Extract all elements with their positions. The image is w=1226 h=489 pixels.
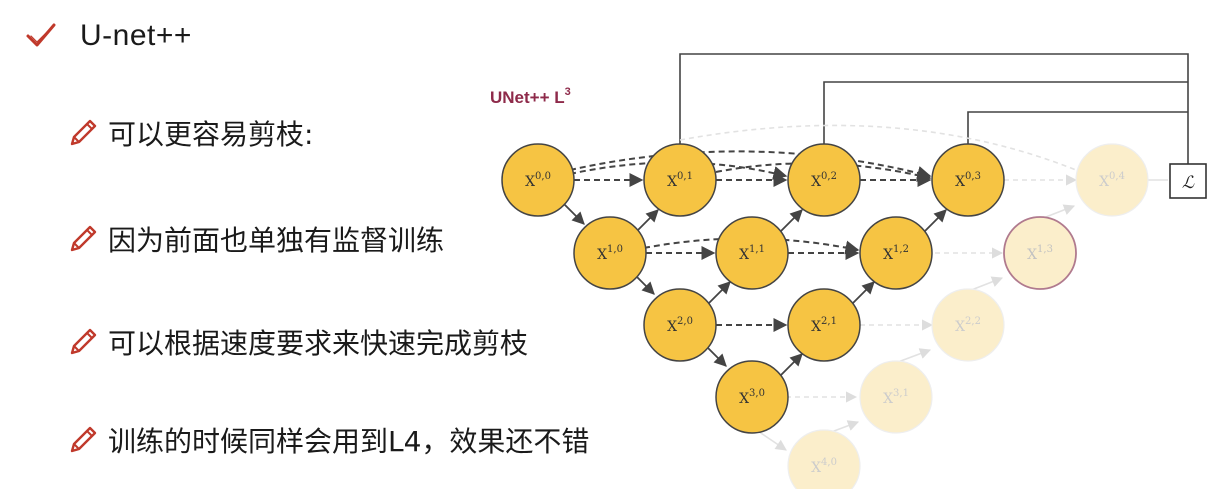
node-base: X: [1027, 247, 1037, 263]
loss-symbol: ℒ: [1182, 173, 1195, 193]
node-x11: X1,1: [715, 216, 789, 290]
bullet-text: 训练的时候同样会用到L4，效果还不错: [108, 425, 590, 458]
svg-text:X0,1: X0,1: [667, 171, 693, 190]
bullet-text: 可以更容易剪枝:: [108, 118, 314, 151]
pencil-icon: [70, 426, 97, 453]
node-x12: X1,2: [859, 216, 933, 290]
bullet-2: 因为前面也单独有监督训练: [66, 217, 444, 261]
node-sup: 1,3: [1037, 244, 1053, 255]
node-sup: 3,0: [749, 388, 765, 399]
node-base: X: [1099, 174, 1109, 190]
bullet-3: 可以根据速度要求来快速完成剪枝: [66, 320, 528, 364]
supervision-lines: [679, 53, 1189, 164]
node-sup: 1,0: [607, 244, 623, 255]
node-base: X: [667, 174, 677, 190]
node-base: X: [955, 174, 965, 190]
title-row: U-net++: [24, 14, 192, 58]
node-base: X: [739, 391, 749, 407]
diagram-label-text: UNet++ L: [490, 88, 565, 107]
node-base: X: [811, 174, 821, 190]
svg-text:X0,4: X0,4: [1099, 171, 1125, 190]
node-x40: X4,0: [787, 429, 861, 489]
node-x31: X3,1: [859, 360, 933, 434]
node-sup: 0,4: [1109, 171, 1125, 182]
node-x30: X3,0: [715, 360, 789, 434]
diagram-label-sup: 3: [565, 86, 571, 98]
slide-title: U-net++: [80, 19, 192, 52]
node-sup: 0,0: [535, 171, 551, 182]
loss-box: [1169, 163, 1207, 199]
bullet-text: 可以根据速度要求来快速完成剪枝: [108, 327, 529, 360]
node-base: X: [883, 391, 893, 407]
svg-text:X3,1: X3,1: [883, 388, 909, 407]
node-base: X: [739, 247, 749, 263]
node-base: X: [525, 174, 535, 190]
node-x02: X0,2: [787, 143, 861, 217]
svg-text:X4,0: X4,0: [811, 457, 837, 476]
svg-text:X0,2: X0,2: [811, 171, 837, 190]
node-sup: 2,2: [965, 316, 981, 327]
pencil-icon: [70, 328, 97, 355]
node-sup: 3,1: [893, 388, 909, 399]
node-base: X: [883, 247, 893, 263]
pencil-icon: [70, 225, 97, 252]
node-base: X: [667, 319, 677, 335]
svg-text:X1,1: X1,1: [739, 244, 765, 263]
node-base: X: [955, 319, 965, 335]
node-x22: X2,2: [931, 288, 1005, 362]
dashed-connections: [569, 150, 932, 332]
pencil-icon: [70, 119, 97, 146]
svg-text:X0,0: X0,0: [525, 171, 551, 190]
node-x20: X2,0: [643, 288, 717, 362]
node-x00: X0,0: [501, 143, 575, 217]
node-sup: 4,0: [821, 457, 837, 468]
svg-text:X2,2: X2,2: [955, 316, 981, 335]
node-x03: X0,3: [931, 143, 1005, 217]
node-base: X: [597, 247, 607, 263]
svg-text:X2,1: X2,1: [811, 316, 837, 335]
bullet-4: 训练的时候同样会用到L4，效果还不错: [66, 418, 589, 462]
svg-text:X2,0: X2,0: [667, 316, 693, 335]
node-x21: X2,1: [787, 288, 861, 362]
node-x13: X1,3: [1003, 216, 1077, 290]
node-base: X: [811, 460, 821, 476]
svg-text:X3,0: X3,0: [739, 388, 765, 407]
svg-text:X1,2: X1,2: [883, 244, 909, 263]
node-sup: 0,2: [821, 171, 837, 182]
node-base: X: [811, 319, 821, 335]
svg-text:X1,3: X1,3: [1027, 244, 1053, 263]
check-icon: [26, 23, 56, 47]
node-sup: 2,1: [821, 316, 837, 327]
node-sup: 0,1: [677, 171, 693, 182]
svg-text:X0,3: X0,3: [955, 171, 981, 190]
node-sup: 0,3: [965, 171, 981, 182]
node-sup: 2,0: [677, 316, 693, 327]
unetpp-diagram: UNet++ L3 ℒ: [490, 53, 1207, 489]
diagram-label: UNet++ L3: [490, 86, 571, 107]
node-sup: 1,1: [749, 244, 765, 255]
bullet-text: 因为前面也单独有监督训练: [108, 224, 445, 257]
bullet-1: 可以更容易剪枝:: [66, 111, 313, 155]
node-sup: 1,2: [893, 244, 909, 255]
node-x04: X0,4: [1075, 143, 1149, 217]
node-x10: X1,0: [573, 216, 647, 290]
svg-text:X1,0: X1,0: [597, 244, 623, 263]
node-x01: X0,1: [643, 143, 717, 217]
